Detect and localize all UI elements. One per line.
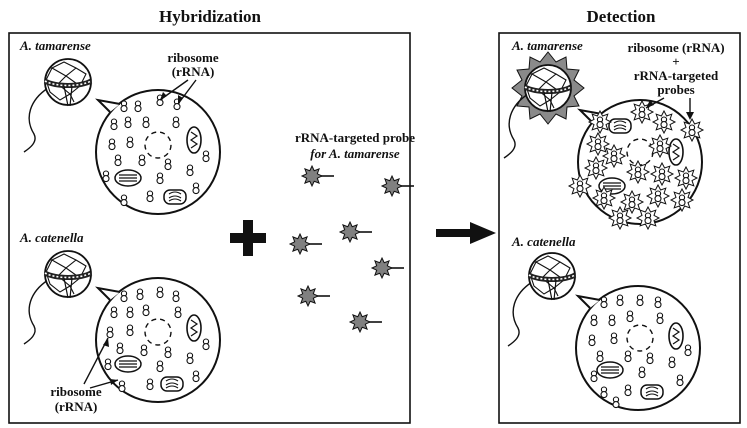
- complex-label-2: +: [672, 54, 679, 69]
- hybridization-top-cell-group: A. tamarense ribosome (rRNA): [19, 38, 221, 215]
- cell-pointer-bottom: [95, 286, 121, 301]
- probe-icon: [340, 222, 372, 242]
- detection-organism-top: A. tamarense: [511, 38, 583, 53]
- cell-interior-top: [95, 89, 221, 215]
- probe-icon: [302, 166, 334, 186]
- hybridization-organism-bottom: A. catenella: [19, 230, 84, 245]
- detection-organism-bottom: A. catenella: [511, 234, 576, 249]
- hybridization-title: Hybridization: [159, 7, 262, 26]
- dinoflagellate-cell-icon: [24, 59, 91, 152]
- chloroplast-icon: [114, 169, 142, 187]
- cell-pointer-top: [95, 98, 121, 113]
- organelle-icon: [608, 118, 632, 134]
- dinoflagellate-cell-icon: [24, 251, 91, 344]
- dinoflagellate-cell-icon: [508, 253, 575, 346]
- chloroplast-icon: [114, 355, 142, 373]
- mitochondrion-icon: [186, 314, 202, 342]
- complex-label-1: ribosome (rRNA): [627, 40, 724, 55]
- probe-icon: [350, 312, 382, 332]
- cell-pointer-undetected: [575, 294, 601, 309]
- hybridization-bottom-cell-group: A. catenella ribosome (rRNA): [19, 230, 221, 414]
- mitochondrion-icon: [668, 138, 684, 166]
- plus-sign: [230, 220, 266, 256]
- ribosome-label-top-1: ribosome: [167, 50, 219, 65]
- nucleus-undetected: [626, 324, 654, 352]
- organelle-icon: [160, 376, 184, 392]
- probe-label-1: rRNA-targeted probe: [295, 130, 415, 145]
- nucleus-top: [144, 131, 172, 159]
- organelle-icon: [640, 384, 664, 400]
- right-arrow: [436, 222, 496, 244]
- probe-icon: [290, 234, 322, 254]
- complex-label-4: probes: [657, 82, 694, 97]
- detection-panel: [498, 32, 741, 424]
- complex-label-3: rRNA-targeted: [634, 68, 719, 83]
- ribosome-label-bottom-1: ribosome: [50, 384, 102, 399]
- mitochondrion-icon: [668, 322, 684, 350]
- ribosome-label-bottom-2: (rRNA): [55, 399, 98, 414]
- hybridization-organism-top: A. tamarense: [19, 38, 91, 53]
- detection-title: Detection: [587, 7, 656, 26]
- cell-pointer-detected: [577, 108, 603, 123]
- probe-set: [290, 166, 414, 332]
- probe-icon: [298, 286, 330, 306]
- nucleus-bottom: [144, 318, 172, 346]
- cell-interior-undetected: [575, 285, 701, 411]
- ribosome-label-top-2: (rRNA): [172, 64, 215, 79]
- probe-icon: [372, 258, 404, 278]
- probe-label-2: for A. tamarense: [310, 146, 400, 161]
- detection-top-cell-group: A. tamarense ribosome (rRNA) + rRNA-targ…: [504, 38, 725, 229]
- chloroplast-icon: [596, 361, 624, 379]
- detection-bottom-cell-group: A. catenella: [508, 234, 701, 411]
- hybridization-panel: [8, 32, 411, 424]
- organelle-icon: [163, 189, 187, 205]
- mitochondrion-icon: [186, 126, 202, 154]
